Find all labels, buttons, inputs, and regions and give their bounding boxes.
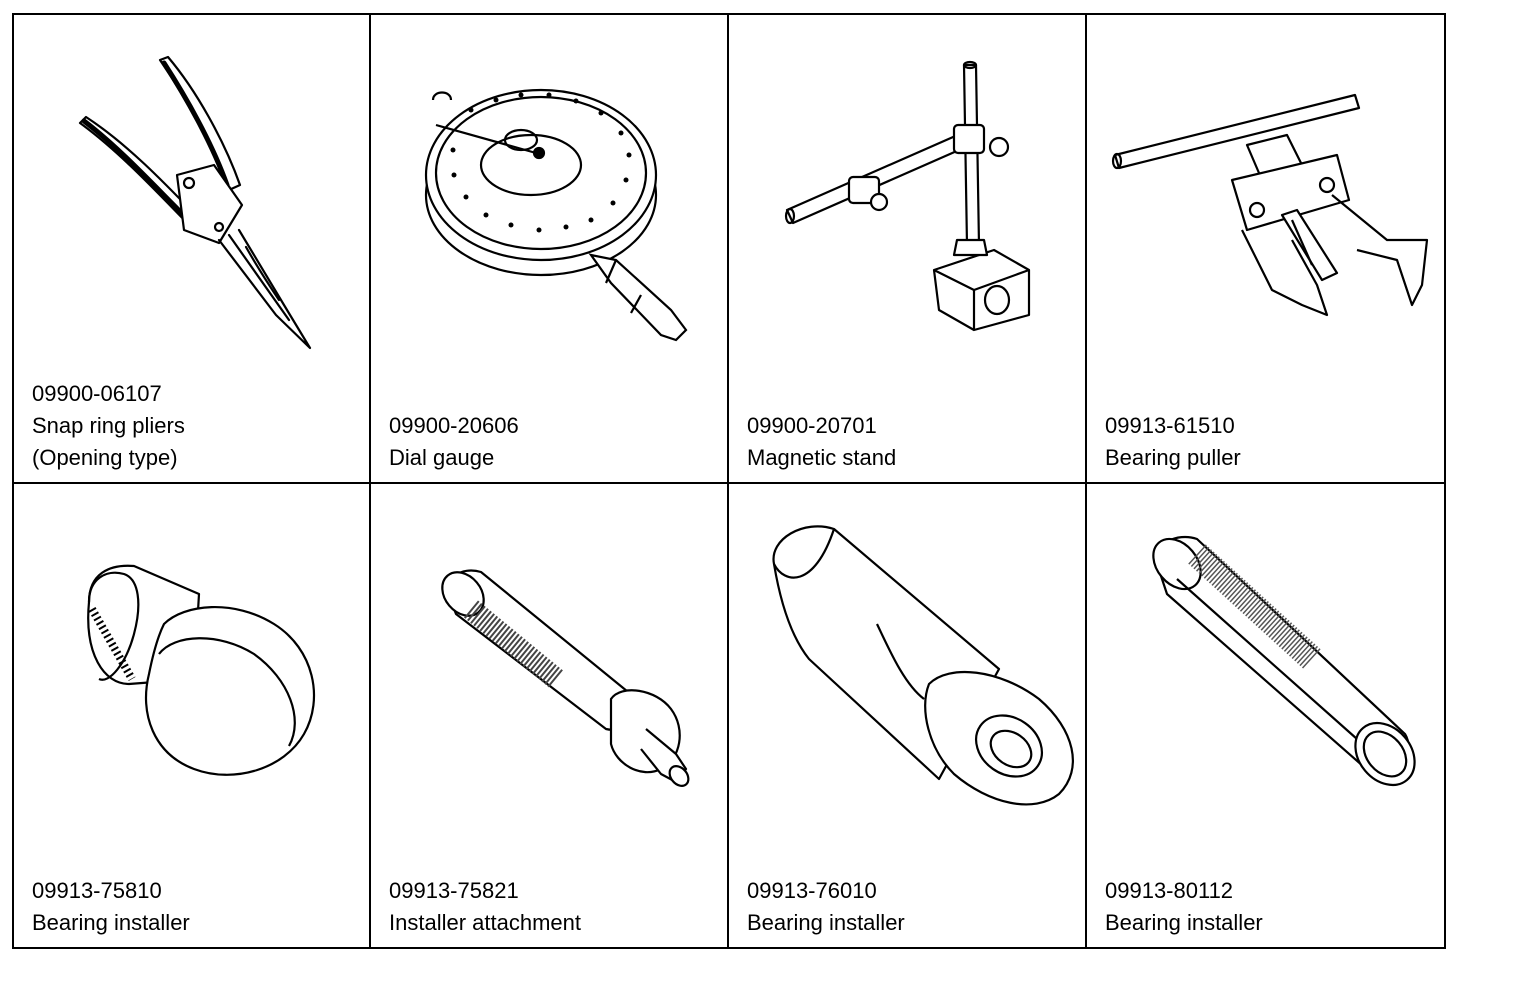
installer-attachment-icon [441,569,690,787]
tool-name: Bearing installer [747,910,905,935]
magnetic-stand-icon [784,60,1031,332]
tool-caption: 09900-20606 Dial gauge [389,410,519,474]
part-number: 09913-80112 [1105,878,1234,903]
tool-cell-dial-gauge: 09900-20606 Dial gauge [371,15,727,482]
tool-caption: 09913-75810 Bearing installer [32,875,190,939]
part-number: 09900-20606 [389,413,519,438]
tool-caption: 09913-76010 Bearing installer [747,875,905,939]
dial-gauge-icon [424,88,688,342]
bearing-puller-icon [1111,93,1429,317]
bearing-installer-icon [772,525,1074,806]
column-divider [1085,15,1087,947]
tool-cell-installer-attachment: 09913-75821 Installer attachment [371,484,727,947]
part-number: 09913-61510 [1105,413,1235,438]
tool-cell-bearing-installer-76010: 09913-76010 Bearing installer [729,484,1085,947]
bearing-installer-icon [87,564,316,776]
tool-name: Magnetic stand [747,445,897,470]
tool-caption: 09900-06107 Snap ring pliers (Opening ty… [32,378,185,474]
tool-caption: 09913-75821 Installer attachment [389,875,581,939]
snap-ring-pliers-icon [78,55,312,350]
tool-cell-snap-ring-pliers: 09900-06107 Snap ring pliers (Opening ty… [14,15,369,482]
tool-name: Installer attachment [389,910,581,935]
column-divider [369,15,371,947]
tool-name: Bearing installer [1105,910,1263,935]
tool-name: Bearing installer [32,910,190,935]
tool-cell-bearing-puller: 09913-61510 Bearing puller [1087,15,1444,482]
row-divider [14,482,1444,484]
tool-caption: 09900-20701 Magnetic stand [747,410,896,474]
part-number: 09913-75810 [32,878,162,903]
part-number: 09913-75821 [389,878,519,903]
tool-name: Dial gauge [389,445,495,470]
part-number: 09900-06107 [32,381,162,406]
part-number: 09900-20701 [747,413,877,438]
tool-name: Bearing puller [1105,445,1241,470]
tool-cell-bearing-installer-80112: 09913-80112 Bearing installer [1087,484,1444,947]
tool-note: (Opening type) [32,445,178,470]
tool-caption: 09913-80112 Bearing installer [1105,875,1263,939]
tool-caption: 09913-61510 Bearing puller [1105,410,1241,474]
tool-name: Snap ring pliers [32,413,185,438]
bearing-installer-icon [1152,535,1416,787]
special-tools-table: 09900-06107 Snap ring pliers (Opening ty… [12,13,1446,949]
tool-cell-magnetic-stand: 09900-20701 Magnetic stand [729,15,1085,482]
part-number: 09913-76010 [747,878,877,903]
tool-cell-bearing-installer-75810: 09913-75810 Bearing installer [14,484,369,947]
column-divider [727,15,729,947]
